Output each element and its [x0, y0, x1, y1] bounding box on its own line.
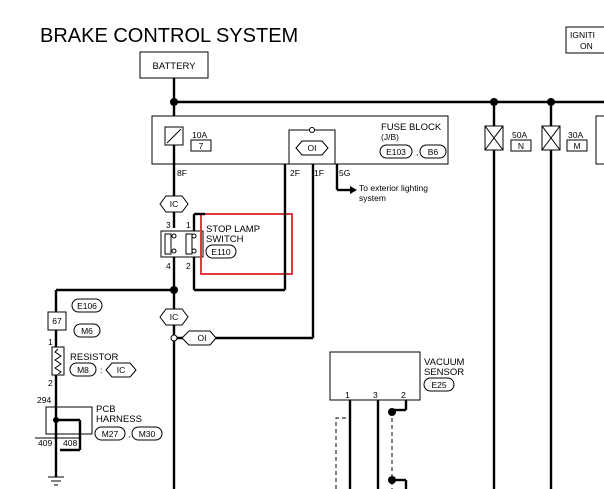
connector-m8-label: M8	[77, 365, 89, 375]
diagram-title: BRAKE CONTROL SYSTEM	[40, 25, 298, 47]
svg-text:,: ,	[416, 147, 418, 157]
fuse-10a-icon	[164, 126, 184, 146]
resistor-box	[51, 346, 65, 376]
battery-box: BATTERY	[139, 51, 209, 79]
stop-lamp-pin-1: 1	[186, 220, 191, 230]
vacuum-sensor-label-line1: VACUUM	[424, 357, 465, 368]
connector-m30	[131, 426, 163, 441]
connector-e25	[423, 377, 455, 392]
ic-connector-bottom	[159, 308, 189, 326]
vacuum-sensor-box	[329, 351, 421, 401]
ignition-label-line2: ON	[580, 41, 593, 51]
pcb-pin-409: 409	[38, 438, 52, 448]
ic-connector-bottom-label: IC	[170, 312, 179, 322]
pcb-pin-408: 408	[63, 438, 77, 448]
ic-connector-top-label: IC	[170, 199, 179, 209]
adjacent-block-edge	[595, 115, 604, 165]
connector-b6-label: B6	[428, 147, 439, 157]
stop-lamp-switch-body	[160, 230, 204, 258]
fuse-30a-rating: 30A	[568, 130, 583, 140]
stop-lamp-pin-3: 3	[166, 220, 171, 230]
ic-connector-top	[159, 195, 189, 213]
fuse-50a-letter: N	[518, 141, 524, 151]
fuse-block-jb-label: (J/B)	[381, 132, 399, 142]
fuse-50a-rating: 50A	[512, 130, 527, 140]
resistor-separator: :	[100, 365, 102, 375]
connector-m6-label: M6	[81, 326, 93, 336]
connector-m8	[69, 362, 97, 377]
fuse-30a-letter: M	[573, 141, 580, 151]
junction-dot	[388, 408, 396, 416]
ic-connector-resistor	[105, 362, 137, 378]
fuse-10a-number-box	[190, 139, 212, 152]
pin-8f: 8F	[177, 168, 187, 178]
connector-m27-label: M27	[102, 429, 119, 439]
connector-e25-label: E25	[431, 380, 446, 390]
oi-inner-label: OI	[308, 143, 317, 153]
oi-lower-connector	[181, 330, 217, 346]
fuse-50a-icon	[484, 125, 504, 151]
oi-lower-label: OI	[198, 333, 207, 343]
connector-e110-label: E110	[211, 247, 230, 257]
battery-label: BATTERY	[153, 61, 197, 72]
pcb-harness-label-line2: HARNESS	[96, 414, 142, 425]
connector-e106	[71, 298, 103, 313]
vacuum-sensor-label-line2: SENSOR	[424, 367, 464, 378]
pcb-pin-294: 294	[37, 395, 51, 405]
connector-m6	[73, 323, 101, 338]
stop-lamp-switch-label-line2: SWITCH	[206, 234, 244, 245]
connector-e103	[379, 144, 413, 159]
vacuum-pin-1: 1	[345, 390, 350, 400]
highlight-box	[200, 213, 293, 275]
pcb-harness-label-line1: PCB	[96, 404, 116, 415]
connector-e103-label: E103	[386, 147, 406, 157]
resistor-label: RESISTOR	[70, 352, 119, 363]
stop-lamp-pin-4: 4	[166, 261, 171, 271]
ignition-switch-box: IGNITI ON	[565, 26, 604, 54]
pin-67: 67	[52, 316, 62, 326]
fuse-30a-icon	[541, 125, 561, 151]
arrow-right-icon	[350, 186, 357, 194]
oi-inner-connector	[295, 140, 329, 156]
connector-e106-label: E106	[77, 301, 97, 311]
pin-1f: 1F	[314, 168, 324, 178]
resistor-icon	[54, 348, 62, 375]
ground-icon	[48, 476, 64, 486]
junction-dot	[170, 98, 178, 106]
ignition-label-line1: IGNITI	[570, 30, 595, 40]
fuse-30a-letter-box	[566, 139, 588, 152]
fuse-10a-rating: 10A	[192, 130, 207, 140]
pcb-harness-box	[45, 406, 93, 435]
ic-connector-resistor-label: IC	[117, 365, 126, 375]
stop-lamp-pin-2: 2	[186, 261, 191, 271]
pin-2f: 2F	[290, 168, 300, 178]
connector-m27	[94, 426, 126, 441]
vacuum-pin-2: 2	[401, 390, 406, 400]
resistor-pin-1: 1	[48, 337, 53, 347]
fuse-10a-number: 7	[199, 141, 204, 151]
exterior-lighting-line1: To exterior lighting	[359, 183, 428, 193]
exterior-lighting-line2: system	[359, 193, 386, 203]
resistor-pin-2: 2	[48, 378, 53, 388]
vacuum-pin-3: 3	[373, 390, 378, 400]
junction-dot	[388, 476, 396, 484]
stop-lamp-switch-label-line1: STOP LAMP	[206, 224, 260, 235]
shield-line	[335, 417, 350, 489]
fuse-block-label: FUSE BLOCK	[381, 122, 442, 133]
svg-text:,: ,	[128, 429, 130, 439]
fuse-50a-letter-box	[510, 139, 532, 152]
connector-m30-label: M30	[139, 429, 156, 439]
connector-e110	[205, 244, 237, 259]
pin-5g: 5G	[339, 168, 350, 178]
connector-b6	[419, 144, 447, 159]
